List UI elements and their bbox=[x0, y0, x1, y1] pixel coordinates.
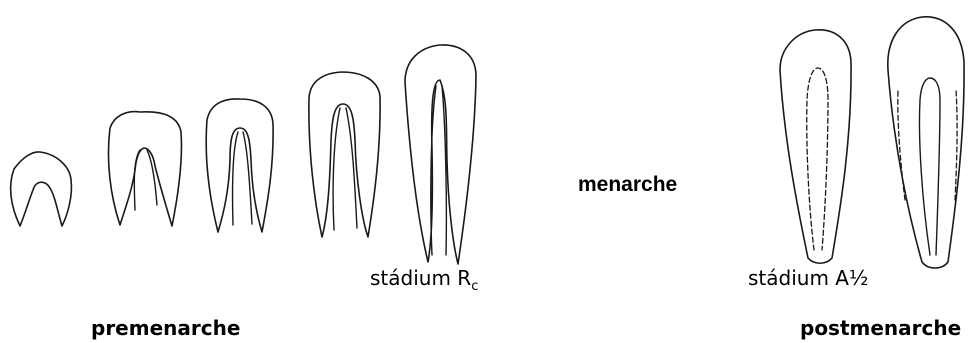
tooth-a-outline bbox=[780, 30, 851, 263]
tooth-stage-3 bbox=[206, 99, 273, 232]
tooth-stage-rc bbox=[405, 45, 476, 264]
tooth-4-outline bbox=[309, 72, 380, 237]
stage-rc-text: stádium R bbox=[370, 266, 471, 290]
tooth-stage-4 bbox=[309, 72, 380, 237]
tooth-stage-2 bbox=[108, 112, 181, 226]
tooth-1-outline bbox=[11, 152, 72, 226]
premenarche-label: premenarche bbox=[91, 318, 240, 338]
tooth-stage-7 bbox=[888, 17, 964, 268]
tooth-rc-canal bbox=[431, 86, 447, 255]
menarche-label: menarche bbox=[578, 174, 677, 195]
tooth-stage-a-half bbox=[780, 30, 851, 263]
tooth-7-canal bbox=[919, 78, 940, 255]
tooth-stage-1 bbox=[11, 152, 72, 226]
stage-rc-label: stádium Rc bbox=[370, 268, 478, 288]
tooth-2-outline bbox=[108, 112, 181, 226]
postmenarche-label: postmenarche bbox=[800, 318, 961, 338]
stage-rc-subscript: c bbox=[471, 279, 478, 294]
tooth-3-outline bbox=[206, 99, 273, 232]
tooth-a-canal bbox=[807, 68, 828, 250]
tooth-7-inner-line bbox=[898, 90, 957, 200]
stage-a-half-label: stádium A½ bbox=[748, 268, 868, 288]
tooth-rc-outline bbox=[405, 45, 476, 264]
